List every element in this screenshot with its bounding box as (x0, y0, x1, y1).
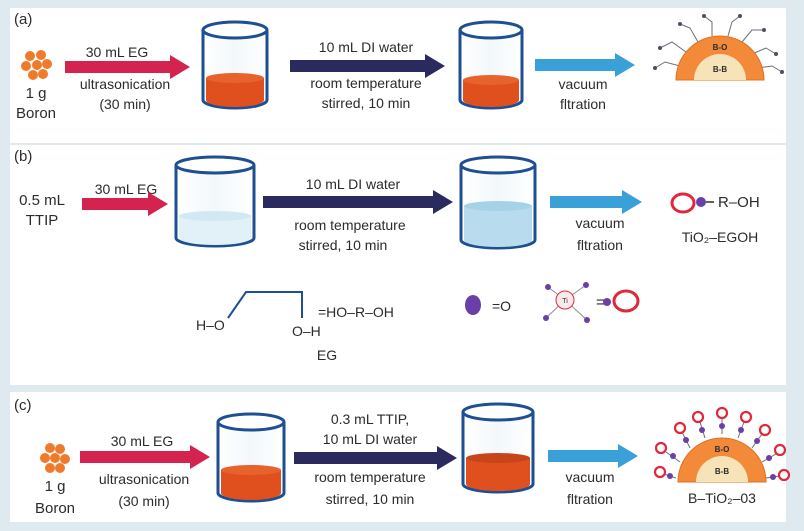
beaker-c1 (216, 412, 286, 503)
step1-reagent-c: 30 mL EG (111, 433, 174, 449)
step2-reagent-b: 10 mL DI water (306, 176, 401, 192)
input-amount-b: 0.5 mL (19, 192, 65, 209)
core-inner-label-a: B-B (713, 65, 727, 74)
step2-reagent2-c: 10 mL DI water (323, 431, 418, 447)
eg-name: EG (317, 347, 337, 363)
arrow-step3-c (548, 444, 638, 468)
beaker-c2 (461, 402, 535, 494)
boron-particle-a: B-O B-B (653, 14, 784, 81)
step2-condition-b: room temperature (294, 217, 405, 233)
panel-b-background (10, 145, 786, 385)
arrow-step3-b (550, 190, 642, 214)
panel-a-background (10, 8, 786, 143)
product-name-b: TiO₂–EGOH (682, 229, 758, 245)
input-amount-c: 1 g (45, 478, 66, 495)
arrow-step1-a (65, 55, 190, 79)
beaker-b1 (174, 155, 256, 248)
step1-reagent-b: 30 mL EG (95, 181, 158, 197)
arrow-step1-b (82, 192, 168, 216)
step1-duration-c: (30 min) (118, 493, 169, 509)
equals-sign: = (596, 294, 605, 311)
step3-method2-c: fltration (567, 491, 613, 507)
b-tio2-particle: B-O B-B (653, 406, 791, 483)
oxygen-atom-icon (465, 295, 481, 315)
panel-b-label: (b) (14, 148, 32, 165)
tio2-symbol-icon (603, 289, 640, 313)
eg-structure (227, 291, 303, 319)
step3-method2-a: fltration (560, 96, 606, 112)
panel-c: (c) 1 g Boron 30 mL EG ultrasonication (… (14, 397, 791, 517)
panel-b: (b) 0.5 mL TTIP 30 mL EG 10 mL DI water … (14, 148, 760, 363)
panel-a-label: (a) (14, 11, 32, 28)
arrow-step1-c (80, 445, 210, 469)
core-outer-label-c: B-O (715, 445, 730, 454)
step2-duration-c: stirred, 10 min (326, 491, 415, 507)
input-amount-a: 1 g (26, 85, 47, 102)
ti-molecule-icon: Ti (543, 282, 590, 323)
boron-pile-a (21, 50, 52, 80)
input-name-b: TTIP (26, 212, 59, 229)
step2-condition-a: room temperature (310, 75, 421, 91)
step3-method-b: vacuum (575, 215, 624, 231)
beaker-b2 (459, 155, 537, 250)
beaker-a1 (201, 20, 269, 110)
step1-condition-c: ultrasonication (99, 471, 189, 487)
step3-method-c: vacuum (565, 469, 614, 485)
product-name-c: B–TiO₂–03 (688, 490, 756, 506)
panel-c-label: (c) (14, 397, 32, 414)
arrow-step3-a (535, 53, 635, 77)
eg-left-hydroxyl: H–O (196, 317, 225, 333)
oxygen-legend-label: =O (492, 298, 511, 314)
arrow-step2-b (263, 190, 453, 214)
step3-method-a: vacuum (558, 76, 607, 92)
step2-condition-c: room temperature (314, 469, 425, 485)
step1-duration-a: (30 min) (99, 96, 150, 112)
eg-formula: =HO–R–OH (318, 304, 394, 320)
step2-reagent-a: 10 mL DI water (319, 39, 414, 55)
eg-right-hydroxyl: O–H (292, 323, 321, 339)
step2-duration-a: stirred, 10 min (322, 95, 411, 111)
product-group-b: R–OH (718, 194, 760, 211)
ti-atom-label: Ti (562, 298, 568, 305)
core-inner-label-c: B-B (715, 467, 729, 476)
step1-condition-a: ultrasonication (80, 76, 170, 92)
core-outer-label-a: B-O (713, 43, 728, 52)
panel-a: (a) 1 g Boron 30 mL EG ultrasonication (… (14, 11, 784, 122)
step1-reagent-a: 30 mL EG (86, 44, 149, 60)
step2-duration-b: stirred, 10 min (299, 237, 388, 253)
step3-method2-b: fltration (577, 237, 623, 253)
step2-reagent1-c: 0.3 mL TTIP, (331, 411, 409, 427)
boron-pile-c (40, 443, 70, 473)
tio2-egoh-product (670, 192, 714, 214)
arrow-step2-c (294, 446, 457, 470)
input-name-a: Boron (16, 105, 56, 122)
input-name-c: Boron (35, 500, 75, 517)
arrow-step2-a (290, 54, 445, 78)
beaker-a2 (458, 20, 524, 110)
